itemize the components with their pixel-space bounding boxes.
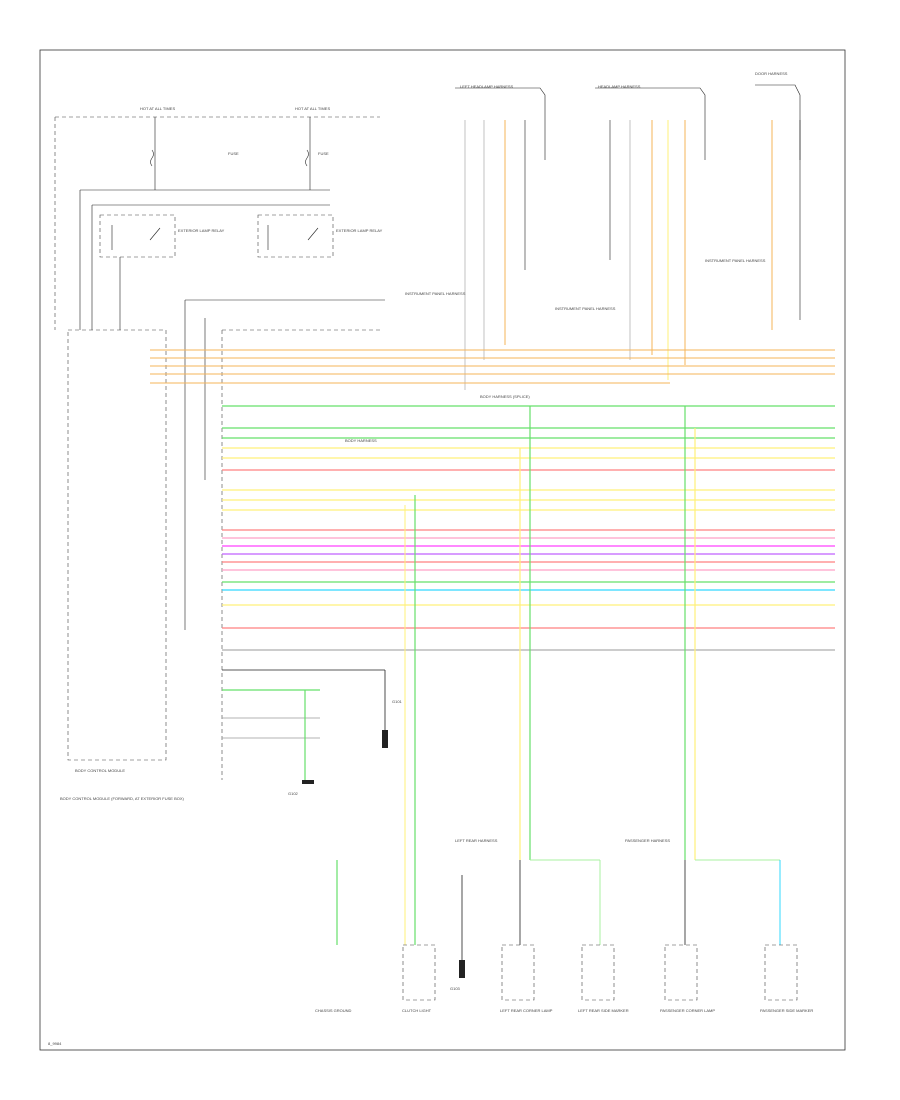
power-feeds: HOT AT ALL TIMES HOT AT ALL TIMES FUSE F… <box>54 106 380 330</box>
fuse-label-1: FUSE <box>228 151 239 156</box>
vertical-leads <box>464 120 801 390</box>
relay-2: EXTERIOR LAMP RELAY <box>257 214 383 258</box>
harness-wires <box>150 349 835 739</box>
component-box-left-rear-marker <box>581 944 615 1001</box>
ground-label-2: G102 <box>288 791 299 796</box>
top-connector-label-1: LEFT HEADLAMP HARNESS <box>460 84 514 89</box>
module-note: BODY CONTROL MODULE (FORWARD, AT EXTERIO… <box>60 796 185 801</box>
bottom-component-label-3: LEFT REAR CORNER LAMP <box>500 1008 553 1013</box>
bottom-component-label-5: PASSENGER CORNER LAMP <box>660 1008 715 1013</box>
harness-label-1: INSTRUMENT PANEL HARNESS <box>405 291 466 296</box>
relay-label-2: EXTERIOR LAMP RELAY <box>336 228 383 233</box>
component-box-passenger-marker <box>764 944 798 1001</box>
component-box-passenger-corner <box>664 944 698 1001</box>
component-box-left-rear-corner <box>501 944 535 1001</box>
diagram-frame <box>39 49 846 1051</box>
harness-label-3: BODY HARNESS (SPLICE) <box>480 394 530 399</box>
bottom-component-label-1: CHASSIS GROUND <box>315 1008 352 1013</box>
top-connector-label-2: HEADLAMP HARNESS <box>598 84 641 89</box>
ground-label-1: G101 <box>392 699 403 704</box>
harness-label-6: LEFT REAR HARNESS <box>455 838 498 843</box>
module-label: BODY CONTROL MODULE <box>75 768 125 773</box>
harness-label-7: PASSENGER HARNESS <box>625 838 670 843</box>
figure-code: 8_9984 <box>48 1041 62 1046</box>
component-box-clutch-light <box>402 944 436 1001</box>
bottom-component-label-2: CLUTCH LIGHT <box>402 1008 432 1013</box>
vertical-drops <box>304 406 781 960</box>
bottom-component-label-6: PASSENGER SIDE MARKER <box>760 1008 813 1013</box>
hot-label-2: HOT AT ALL TIMES <box>295 106 330 111</box>
fuse-label-2: FUSE <box>318 151 329 156</box>
relay-label-1: EXTERIOR LAMP RELAY <box>178 228 225 233</box>
top-connector-label-3: DOOR HARNESS <box>755 71 788 76</box>
body-control-module: BODY CONTROL MODULE BODY CONTROL MODULE … <box>60 329 185 801</box>
harness-label-5: INSTRUMENT PANEL HARNESS <box>555 306 616 311</box>
grounds: G101 G102 G103 <box>288 699 465 991</box>
relay-1: EXTERIOR LAMP RELAY <box>99 214 225 258</box>
hot-label-1: HOT AT ALL TIMES <box>140 106 175 111</box>
ground-symbol-3 <box>459 960 465 978</box>
ground-symbol-2 <box>302 780 314 784</box>
bottom-components: CHASSIS GROUND CLUTCH LIGHT LEFT REAR CO… <box>315 944 813 1013</box>
harness-label-4: BODY HARNESS <box>345 438 377 443</box>
ground-symbol-1 <box>382 730 388 748</box>
ground-label-3: G103 <box>450 986 461 991</box>
harness-label-2: INSTRUMENT PANEL HARNESS <box>705 258 766 263</box>
top-connectors: LEFT HEADLAMP HARNESS HEADLAMP HARNESS D… <box>455 71 801 160</box>
bottom-component-label-4: LEFT REAR SIDE MARKER <box>578 1008 629 1013</box>
